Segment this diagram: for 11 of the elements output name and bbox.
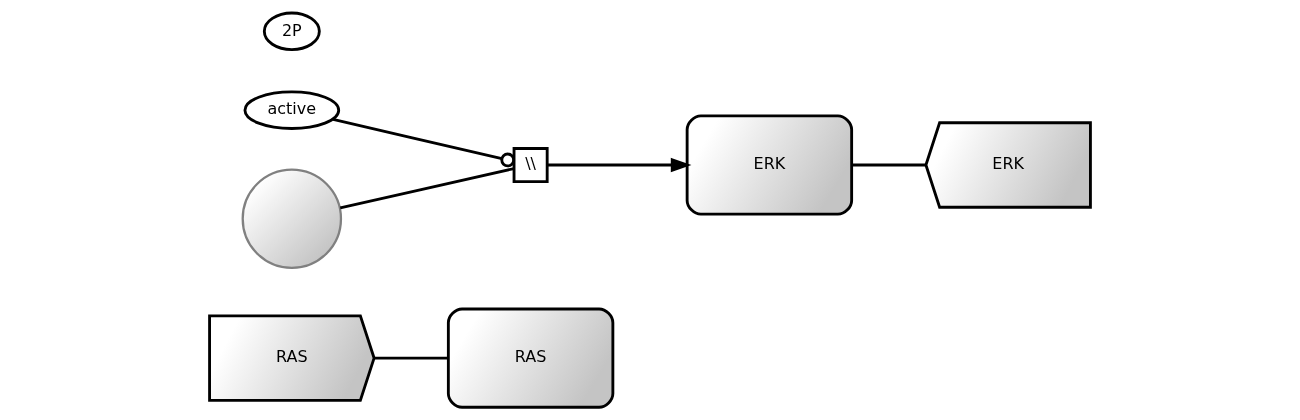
node-ellipse: active — [243, 90, 341, 130]
node-circle — [241, 168, 343, 269]
connector — [374, 356, 449, 360]
connector — [332, 118, 516, 168]
node-box: RAS — [446, 307, 615, 409]
node-ellipse: 2P — [262, 11, 321, 52]
node-box: ERK — [685, 114, 854, 216]
arrow — [547, 157, 692, 173]
connector — [851, 163, 926, 167]
connector — [339, 167, 515, 210]
node-box: \\ — [512, 147, 549, 183]
